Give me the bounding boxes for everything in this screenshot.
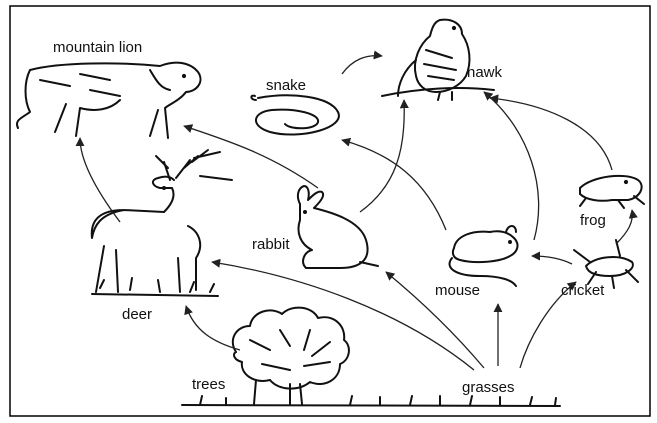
label-frog: frog bbox=[580, 212, 606, 229]
mountain-lion-illustration bbox=[17, 63, 201, 138]
arrow-frog-to-hawk bbox=[490, 98, 612, 170]
arrow-cricket-to-frog bbox=[616, 210, 632, 244]
arrow-cricket-to-mouse bbox=[532, 256, 572, 264]
label-mouse: mouse bbox=[435, 282, 480, 299]
arrow-snake-to-hawk bbox=[342, 56, 382, 74]
snake-illustration bbox=[251, 95, 339, 134]
label-mountain-lion: mountain lion bbox=[53, 39, 142, 56]
trees-illustration bbox=[233, 308, 349, 404]
frog-illustration bbox=[580, 176, 644, 208]
arrow-mouse-to-hawk bbox=[484, 92, 539, 240]
diagram-frame bbox=[10, 6, 650, 416]
label-trees: trees bbox=[192, 376, 225, 393]
arrow-deer-to-mountain-lion bbox=[80, 138, 120, 222]
mouse-illustration bbox=[450, 226, 518, 286]
hawk-illustration bbox=[382, 20, 494, 100]
rabbit-illustration bbox=[298, 186, 378, 268]
label-deer: deer bbox=[122, 306, 152, 323]
label-cricket: cricket bbox=[561, 282, 605, 299]
label-grasses: grasses bbox=[462, 379, 515, 396]
label-hawk: hawk bbox=[467, 64, 503, 81]
arrow-mouse-to-snake bbox=[342, 140, 446, 230]
cricket-illustration bbox=[574, 240, 638, 288]
grasses-illustration bbox=[182, 396, 560, 406]
label-snake: snake bbox=[266, 77, 306, 94]
deer-illustration bbox=[92, 150, 232, 296]
label-rabbit: rabbit bbox=[252, 236, 290, 253]
